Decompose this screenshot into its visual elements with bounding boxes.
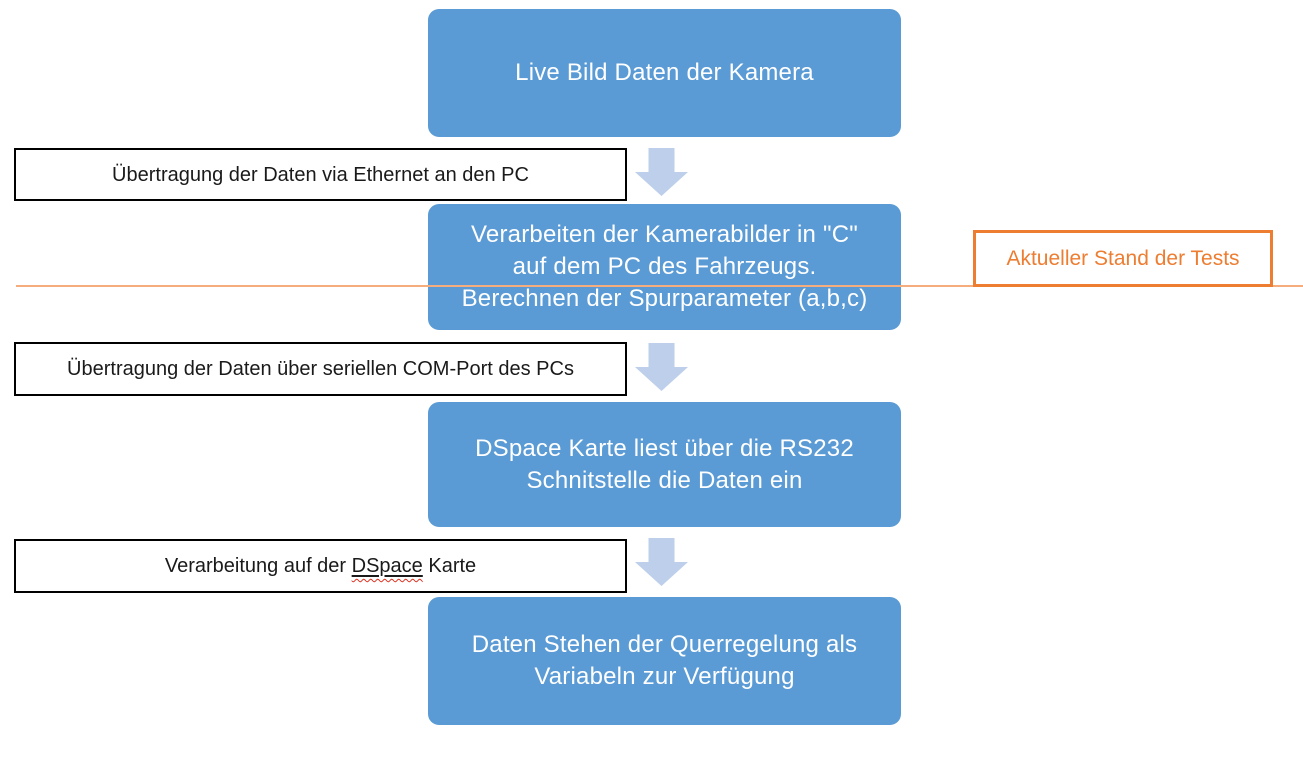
note-label: Übertragung der Daten via Ethernet an de… (112, 163, 529, 186)
arrow-down-icon (635, 538, 688, 586)
note-dspace-processing: Verarbeitung auf der DSpace Karte (14, 539, 627, 593)
flow-step-label: Live Bild Daten der Kamera (515, 59, 814, 86)
arrow-down-icon (635, 148, 688, 196)
flow-step-dspace-read: DSpace Karte liest über die RS232 Schnit… (428, 402, 901, 527)
flow-step-label: Verarbeiten der Kamerabilder in "C" auf … (461, 221, 868, 312)
note-label-suffix: Karte (422, 555, 477, 577)
flow-step-output: Daten Stehen der Querregelung als Variab… (428, 597, 901, 725)
flow-step-camera: Live Bild Daten der Kamera (428, 9, 901, 137)
note-ethernet-transfer: Übertragung der Daten via Ethernet an de… (14, 148, 627, 201)
flow-step-label: DSpace Karte liest über die RS232 Schnit… (475, 434, 854, 494)
test-status-label: Aktueller Stand der Tests (1006, 246, 1240, 270)
flow-step-processing: Verarbeiten der Kamerabilder in "C" auf … (428, 204, 901, 330)
note-label: Verarbeitung auf der DSpace Karte (165, 554, 476, 578)
arrow-down-icon (635, 343, 688, 391)
misspelled-word: DSpace (351, 555, 423, 577)
note-label: Übertragung der Daten über seriellen COM… (67, 358, 574, 380)
test-status-annotation: Aktueller Stand der Tests (973, 230, 1273, 287)
flow-step-label: Daten Stehen der Querregelung als Variab… (471, 631, 858, 690)
note-label-prefix: Verarbeitung auf der (164, 555, 352, 577)
note-com-port-transfer: Übertragung der Daten über seriellen COM… (14, 342, 627, 396)
underlined-word: DSpace (352, 555, 423, 577)
status-divider-line (16, 285, 1303, 287)
